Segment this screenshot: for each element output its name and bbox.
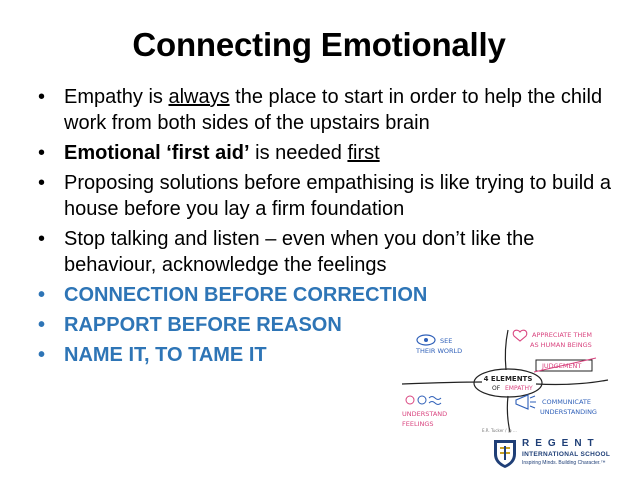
sketch-line-bottom xyxy=(506,395,511,433)
sketch-see-line1: SEE xyxy=(440,337,452,345)
sketch-appreciate-line1: APPRECIATE THEM xyxy=(532,331,592,339)
sketch-center-ellipse xyxy=(473,368,543,398)
bullet-first-aid: • Emotional ‘first aid’ is needed first xyxy=(38,142,380,164)
bullet-dot: • xyxy=(38,142,46,164)
bullet-dot: • xyxy=(38,86,46,108)
bullet-dot: • xyxy=(38,172,46,194)
sketch-understand-line2: FEELINGS xyxy=(402,420,434,428)
faces-icon xyxy=(405,395,442,405)
sketch-communicate-line1: COMMUNICATE xyxy=(542,398,591,406)
bullet-connection: • CONNECTION BEFORE CORRECTION xyxy=(38,284,428,306)
logo-subtitle: INTERNATIONAL SCHOOL xyxy=(522,451,611,458)
sketch-center-line2-accent: EMPATHY xyxy=(505,385,533,392)
sketch-appreciate-line2: AS HUMAN BEINGS xyxy=(530,341,592,349)
bullet-empathy: • Empathy is always the place to start i… xyxy=(38,86,603,134)
sketch-line-right xyxy=(535,379,609,386)
megaphone-icon xyxy=(515,394,536,410)
bullet-dot: • xyxy=(38,228,46,250)
bullet-dot: • xyxy=(38,284,46,306)
school-crest-icon xyxy=(494,440,516,468)
sketch-understand-line1: UNDERSTAND xyxy=(402,410,447,418)
sketch-judgement-box xyxy=(535,359,593,372)
empathy-sketch: 4 ELEMENTS OF EMPATHY SEE THEIR WORLD AP… xyxy=(401,329,609,433)
slide-title: Connecting Emotionally xyxy=(132,26,506,63)
sketch-see-line2: THEIR WORLD xyxy=(415,347,462,355)
school-logo: REGENT INTERNATIONAL SCHOOL Inspiring Mi… xyxy=(492,436,626,472)
bullet-rapport: • RAPPORT BEFORE REASON xyxy=(38,314,342,336)
sketch-communicate-line2: UNDERSTANDING xyxy=(540,408,597,416)
sketch-center-line2-pre: OF xyxy=(492,385,501,392)
sketch-center-line1: 4 ELEMENTS xyxy=(484,375,533,383)
sketch-line-left xyxy=(401,381,483,385)
bullet-list: • Empathy is always the place to start i… xyxy=(38,84,623,372)
bullet-proposing-solutions: • Proposing solutions before empathising… xyxy=(38,172,611,220)
bullet-dot: • xyxy=(38,344,46,366)
bullet-stop-talking: • Stop talking and listen – even when yo… xyxy=(38,228,535,276)
sketch-line-top xyxy=(504,329,509,371)
eye-icon xyxy=(416,334,436,346)
heart-icon xyxy=(512,329,528,342)
sketch-credit: E.R. Tucker / @ ... xyxy=(482,428,517,433)
bullet-dot: • xyxy=(38,314,46,336)
bullet-name-it: • NAME IT, TO TAME IT xyxy=(38,344,267,366)
logo-name: REGENT xyxy=(522,438,600,449)
strike-line xyxy=(533,357,597,373)
logo-tagline: Inspiring Minds. Building Character.™ xyxy=(522,460,606,466)
